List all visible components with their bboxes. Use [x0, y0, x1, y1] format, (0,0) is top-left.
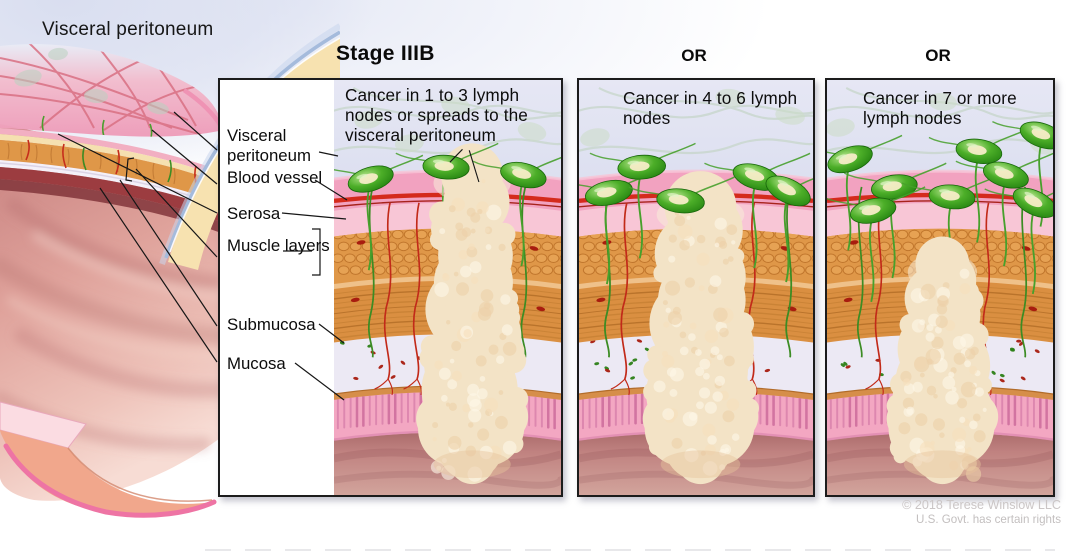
lymph-node [347, 165, 394, 193]
credit-line-2: U.S. Govt. has certain rights [916, 512, 1061, 526]
wall-layer-strip [0, 128, 225, 234]
lymph-node [422, 154, 470, 180]
lymph-node [928, 184, 976, 210]
lymph-node [827, 145, 873, 174]
stage-title: Stage IIIB [336, 42, 435, 65]
wall-label-visceral-peritoneum: Visceral peritoneum [227, 126, 311, 165]
lymph-node [955, 138, 1003, 164]
lymph-node [982, 161, 1029, 189]
lymph-node [656, 188, 705, 214]
panel-stage-iiib: Visceral peritoneum Blood vessel Serosa … [218, 78, 563, 497]
cut-edge-crescent [0, 401, 217, 518]
panel-caption-7-more-nodes: Cancer in 7 or more lymph nodes [863, 88, 1017, 128]
panel-7-more-lymph-nodes: Cancer in 7 or more lymph nodes [825, 78, 1055, 497]
wall-label-blood-vessel: Blood vessel [227, 168, 323, 187]
lymph-node [584, 179, 633, 206]
copyright-credit: © 2018 Terese Winslow LLC U.S. Govt. has… [902, 498, 1061, 527]
lymph-node [1012, 187, 1053, 218]
or-divider-3: OR [925, 46, 951, 65]
cross-section-art-stage-iiib [334, 80, 561, 495]
wall-label-muscle-layers: Muscle layers [227, 236, 330, 255]
lymph-node [617, 154, 666, 180]
panel-4-6-lymph-nodes: Cancer in 4 to 6 lymph nodes [577, 78, 815, 497]
wall-label-serosa: Serosa [227, 204, 281, 223]
left-leader-lines [57, 111, 218, 363]
bottom-rule [205, 549, 1055, 551]
credit-line-1: © 2018 Terese Winslow LLC [902, 498, 1061, 512]
lymph-node [1019, 121, 1053, 150]
cross-section-art-7-more-nodes [827, 80, 1053, 495]
panel-caption-stage-iiib: Cancer in 1 to 3 lymph nodes or spreads … [345, 85, 528, 145]
panel-caption-4-6-nodes: Cancer in 4 to 6 lymph nodes [623, 88, 798, 128]
wall-label-submucosa: Submucosa [227, 315, 316, 334]
muscle-bracket-left [125, 157, 135, 182]
colon-lumen-interior [0, 124, 228, 501]
overview-visceral-peritoneum-label: Visceral peritoneum [42, 19, 214, 40]
lymph-node [765, 175, 811, 207]
wall-label-mucosa: Mucosa [227, 354, 286, 373]
cross-section-art-4-6-nodes [579, 80, 813, 495]
or-divider-2: OR [681, 46, 707, 65]
lymph-node [500, 161, 547, 189]
lymph-node [850, 197, 897, 224]
